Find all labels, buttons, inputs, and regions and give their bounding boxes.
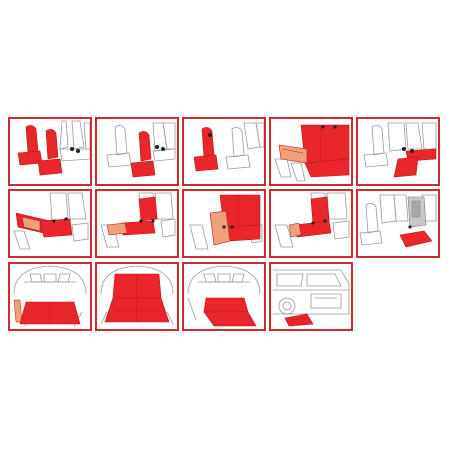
tile-driver-seat-cover [182, 117, 266, 186]
front-seat-covers-pair-illustration [17, 120, 90, 176]
trunk-liner-full-illustration [100, 265, 174, 325]
tile-car-rear-with-bumper-mat [269, 262, 353, 331]
tile-rear-bench-cover-partial [95, 189, 179, 258]
single-front-seat-cover-illustration [106, 122, 176, 178]
tile-rear-bench-cover-with-pet [356, 189, 440, 258]
tile-rear-bench-cover-one-third [269, 189, 353, 258]
tile-rear-bench-hammock-flat [8, 189, 92, 258]
trunk-liner-floor-illustration [13, 265, 87, 327]
tile-front-seat-covers-pair [8, 117, 92, 186]
tile-rear-bench-cover-fitted [182, 189, 266, 258]
rear-bench-hammock-flat-illustration [13, 192, 89, 250]
rear-bench-cover-split-illustration [363, 122, 437, 178]
driver-seat-cover-illustration [193, 122, 264, 172]
tile-rear-bench-cover-split [356, 117, 440, 186]
tile-trunk-liner-full [95, 262, 179, 331]
rear-bench-cover-with-pet-illustration [359, 194, 437, 248]
rear-bench-cover-folded-illustration [274, 124, 350, 182]
car-rear-with-bumper-mat-illustration [273, 269, 350, 327]
tile-trunk-liner-bumper-flap [182, 262, 266, 331]
rear-bench-cover-partial-illustration [100, 192, 176, 248]
trunk-liner-bumper-flap-illustration [187, 265, 261, 327]
tile-trunk-liner-floor [8, 262, 92, 331]
tile-rear-bench-cover-folded [269, 117, 353, 186]
tile-single-front-seat-cover [95, 117, 179, 186]
rear-bench-cover-one-third-illustration [274, 192, 350, 248]
rear-bench-cover-fitted-illustration [189, 194, 263, 250]
